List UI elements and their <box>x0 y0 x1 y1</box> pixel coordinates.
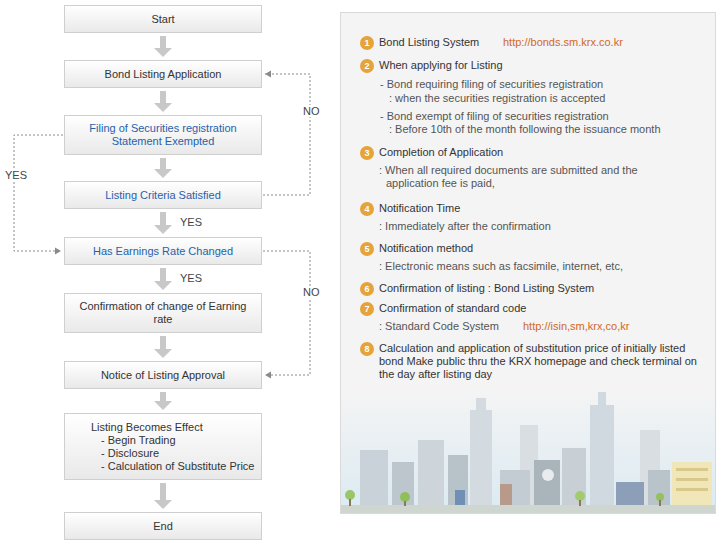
note-text: : Electronic means such as facsimile, in… <box>379 260 623 273</box>
flow-arrow <box>14 135 63 255</box>
note-text: Notification method <box>379 242 473 255</box>
panel-ground <box>341 13 716 514</box>
callout-number: 5 <box>360 242 374 256</box>
note-text: Completion of Application <box>379 146 503 159</box>
box-text: - Begin Trading <box>91 434 176 447</box>
note-text: : when the securities registration is ac… <box>389 92 605 105</box>
edge-label: NO <box>301 105 322 117</box>
box-text: End <box>153 520 173 533</box>
note-text: : Standard Code System <box>379 320 499 333</box>
box-text: - Calculation of Substitute Price <box>91 460 254 473</box>
note-text: Notification Time <box>379 202 460 215</box>
note-text: - Bond exempt of filing of securities re… <box>380 110 609 123</box>
process-box: Confirmation of change of Earning rate <box>64 293 262 333</box>
process-box: Listing Criteria Satisfied <box>64 181 262 209</box>
process-box: Filing of Securities registration Statem… <box>64 115 262 155</box>
callout-number: 3 <box>360 146 374 160</box>
note-text: Confirmation of standard code <box>379 302 526 315</box>
edge-label: YES <box>178 216 204 228</box>
callout-number: 7 <box>360 302 374 316</box>
callout-number: 2 <box>360 59 374 73</box>
process-box: Has Earnings Rate Changed <box>64 237 262 265</box>
flow-arrow <box>154 91 172 112</box>
process-box: Bond Listing Application <box>64 60 262 88</box>
note-text: When applying for Listing <box>379 59 503 72</box>
process-box: Start <box>64 5 262 33</box>
callout-number: 1 <box>360 36 374 50</box>
callout-number: 4 <box>360 202 374 216</box>
edge-label: NO <box>301 286 322 298</box>
box-text: Start <box>151 13 174 26</box>
box-text: Listing Becomes Effect <box>91 421 203 434</box>
process-box: Notice of Listing Approval <box>64 361 262 389</box>
note-text: : Immediately after the confirmation <box>379 220 551 233</box>
flow-arrow <box>154 268 172 290</box>
flow-arrow <box>154 392 172 410</box>
box-text: Has Earnings Rate Changed <box>93 245 233 258</box>
callout-number: 6 <box>360 282 374 296</box>
link-text: http://isin,sm,krx,co,kr <box>523 320 629 333</box>
box-text: Confirmation of change of Earning rate <box>71 300 255 326</box>
box-text: Notice of Listing Approval <box>101 369 225 382</box>
flow-arrow <box>263 71 310 196</box>
flow-arrow <box>154 36 172 57</box>
flow-arrow <box>154 336 172 358</box>
box-text: Bond Listing Application <box>105 68 222 81</box>
note-text: : Before 10th of the month following the… <box>389 123 661 136</box>
edge-label: YES <box>178 272 204 284</box>
edge-label: YES <box>3 169 29 181</box>
flow-arrow <box>263 251 310 379</box>
note-text: Calculation and application of substitut… <box>379 342 704 381</box>
flow-arrow <box>154 158 172 178</box>
city-illustration <box>341 390 715 513</box>
process-box: Listing Becomes Effect- Begin Trading- D… <box>64 413 262 480</box>
note-text: - Bond requiring filing of securities re… <box>380 78 603 91</box>
process-box: End <box>64 512 262 540</box>
flow-arrow <box>154 212 172 234</box>
flow-arrow <box>154 483 172 509</box>
note-text: Confirmation of listing : Bond Listing S… <box>379 282 594 295</box>
note-text: : When all required documents are submit… <box>379 164 658 190</box>
note-text: Bond Listing System <box>379 36 479 49</box>
box-text: Filing of Securities registration Statem… <box>71 122 255 148</box>
box-text: - Disclosure <box>91 447 159 460</box>
link-text: http://bonds.sm.krx.co.kr <box>503 36 623 49</box>
callout-number: 8 <box>360 342 374 356</box>
box-text: Listing Criteria Satisfied <box>105 189 221 202</box>
